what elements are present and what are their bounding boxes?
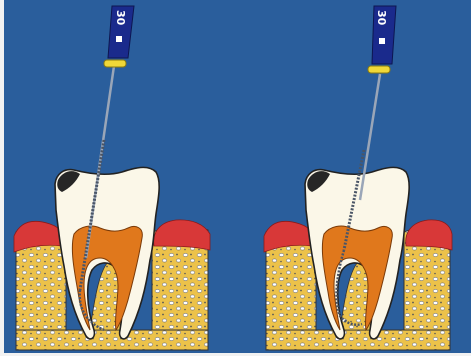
file-stopper [104, 60, 126, 67]
file-size-label: 30 [114, 10, 127, 26]
right-scene: 30 [236, 0, 471, 356]
file-stopper [368, 66, 390, 73]
left-scene: 30 [0, 0, 236, 356]
gum-right [406, 220, 452, 250]
right-panel: 30 [236, 0, 471, 356]
bone-base [16, 330, 208, 350]
file-size-label: 30 [375, 10, 388, 26]
left-panel: 30 [0, 0, 236, 356]
gum-right [154, 220, 210, 250]
bone-base [266, 330, 450, 350]
